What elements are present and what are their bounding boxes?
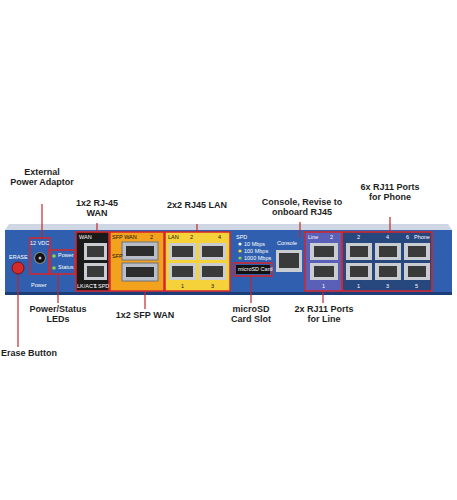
device-marking: LAN — [168, 235, 179, 241]
sfp-cage — [122, 263, 158, 281]
device-marking: 2 — [357, 235, 360, 241]
device-marking: LK/ACT — [77, 284, 96, 290]
console-port — [276, 250, 302, 272]
device-marking: 2 — [190, 235, 193, 241]
device-marking: Line — [308, 235, 318, 241]
device-marking: SPD — [98, 284, 109, 290]
sfp-opening — [126, 246, 154, 256]
device-marking: 1 — [94, 284, 97, 290]
device-marking: 2 — [330, 235, 333, 241]
callout-label: 2x2 RJ45 LAN — [164, 201, 230, 211]
sfp-opening — [126, 267, 154, 277]
rj45-opening — [172, 266, 193, 277]
wan-panel — [76, 232, 109, 291]
device-marking: 6 — [406, 235, 409, 241]
power-jack — [35, 253, 46, 264]
device-marking: SFP — [112, 254, 123, 260]
callout-label: 1x2 SFP WAN — [108, 311, 182, 321]
console-opening — [279, 253, 299, 268]
line-panel — [305, 232, 342, 291]
device-marking: 3 — [211, 284, 214, 290]
device-marking: Phone — [414, 235, 430, 241]
sfp-cage — [122, 242, 158, 260]
device-marking: 1 — [181, 284, 184, 290]
led — [52, 266, 56, 270]
device-marking: 3 — [386, 284, 389, 290]
rj45-port — [84, 243, 107, 260]
device-marking: 2 — [150, 235, 153, 241]
callout-label: 6x RJ11 Ports for Phone — [358, 183, 422, 203]
highlight-boxes — [30, 232, 432, 291]
device-marking: 5 — [415, 284, 418, 290]
erase-button — [12, 262, 24, 274]
speed-dot — [238, 256, 241, 259]
device-marking: 1000 Mbps — [244, 256, 271, 262]
rj45-port — [169, 263, 196, 280]
device-marking: 4 — [218, 235, 221, 241]
rj45-opening — [172, 246, 193, 257]
rj45-opening — [202, 246, 223, 257]
device-marking: 1 — [357, 284, 360, 290]
device-marking: Power — [58, 253, 74, 259]
device-marking: Status — [58, 265, 74, 271]
device-marking: SPD — [236, 235, 247, 241]
rj45-opening — [87, 266, 104, 277]
rj11-opening — [314, 246, 334, 257]
sfp-panel — [110, 232, 164, 291]
device-marking: Console — [277, 241, 297, 247]
callout-label: Erase Button — [0, 349, 58, 359]
device-body — [5, 230, 452, 294]
device-marking: 4 — [386, 235, 389, 241]
lan-panel — [165, 232, 230, 291]
rj45-opening — [202, 266, 223, 277]
callout-label: External Power Adaptor — [10, 168, 74, 188]
device-marking: 10 Mbps — [244, 242, 265, 248]
rj11-ports — [346, 243, 430, 280]
leader-lines — [18, 204, 390, 347]
rj45-port — [84, 263, 107, 280]
device-marking: 1 — [322, 284, 325, 290]
rj45-opening — [87, 246, 104, 257]
device-marking: ERASE — [9, 255, 28, 261]
callout-label: microSD Card Slot — [222, 305, 280, 325]
callout-label: 1x2 RJ-45 WAN — [68, 199, 126, 219]
device-edge — [5, 292, 452, 295]
device-marking: microSD Card — [238, 267, 273, 273]
device-marking: 12 VDC — [30, 241, 49, 247]
device-marking: SFP WAN — [112, 235, 137, 241]
callout-label: Console, Revise to onboard RJ45 — [256, 198, 348, 218]
led — [52, 254, 56, 258]
callout-label: 2x RJ11 Ports for Line — [294, 305, 354, 325]
power-jack-pin — [39, 257, 42, 260]
phone-panel — [342, 232, 432, 291]
device-marking: WAN — [79, 235, 92, 241]
device-marking: Power — [31, 283, 47, 289]
device-marking: 100 Mbps — [244, 249, 268, 255]
device-top — [5, 224, 452, 230]
speed-dot — [238, 249, 241, 252]
rj45-port — [169, 243, 196, 260]
callout-label: Power/Status LEDs — [26, 305, 90, 325]
rj11-port — [310, 263, 338, 280]
rj45-port — [199, 243, 226, 260]
rj45-port — [199, 263, 226, 280]
speed-dot — [238, 242, 241, 245]
rj11-opening — [314, 266, 334, 277]
rj11-port — [310, 243, 338, 260]
